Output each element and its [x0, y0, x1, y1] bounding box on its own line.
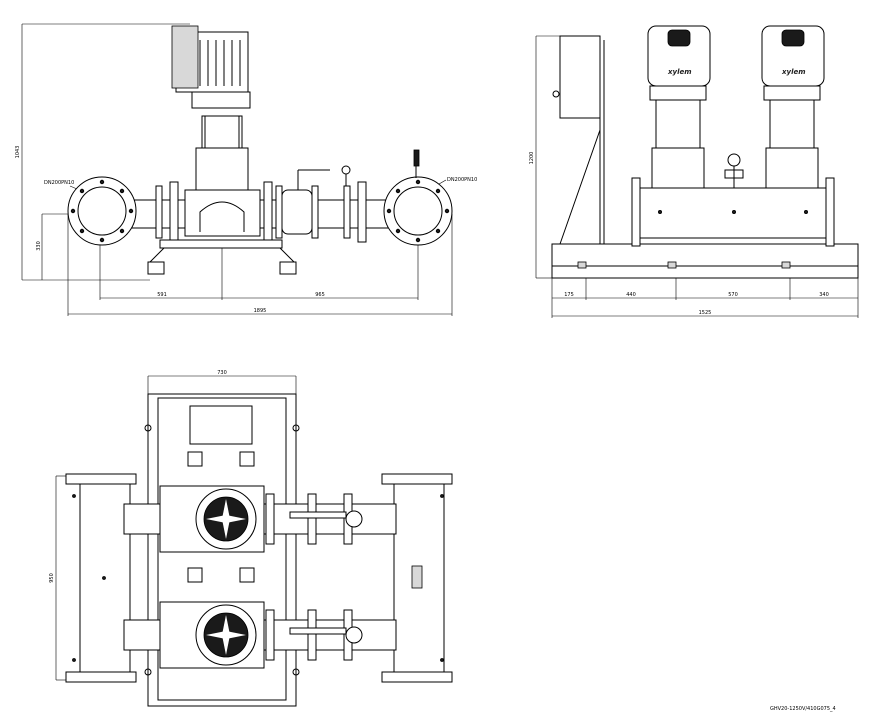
inlet-flange — [67, 176, 137, 246]
dim-overall-length: 1895 — [254, 308, 267, 314]
dim-side-d: 340 — [819, 292, 829, 298]
pump-2: xylem — [761, 25, 825, 189]
dim-right: 965 — [315, 292, 325, 298]
outlet-flange-label: DN200PN10 — [447, 177, 477, 183]
pump-1: xylem — [647, 25, 711, 189]
dim-side-total: 1525 — [699, 310, 712, 316]
dim-side-c: 570 — [728, 292, 738, 298]
dim-top-depth: 950 — [49, 573, 55, 583]
dim-side-a: 175 — [564, 292, 574, 298]
dim-top-width: 730 — [217, 370, 227, 376]
top-pump-2 — [159, 601, 363, 669]
dim-left: 591 — [157, 292, 167, 298]
side-view: 1200 xylem — [529, 25, 859, 318]
outlet-flange — [383, 176, 453, 246]
inlet-flange-label: DN200PN10 — [44, 180, 74, 186]
dim-overall-height: 1043 — [15, 146, 21, 159]
drawing-code: GHV20-1250V/410G075_4 — [770, 706, 836, 712]
brand-logo-2: xylem — [781, 68, 806, 76]
top-view: 730 950 — [49, 370, 453, 707]
dim-side-height: 1200 — [529, 152, 535, 165]
brand-logo-1: xylem — [667, 68, 692, 76]
dim-side-b: 440 — [626, 292, 636, 298]
front-view: 1043 330 591 965 1895 DN200PN10 DN200PN1… — [15, 23, 477, 316]
motor-fins — [199, 40, 241, 86]
dim-pipe-height: 330 — [36, 241, 42, 251]
top-pump-1 — [159, 485, 363, 553]
